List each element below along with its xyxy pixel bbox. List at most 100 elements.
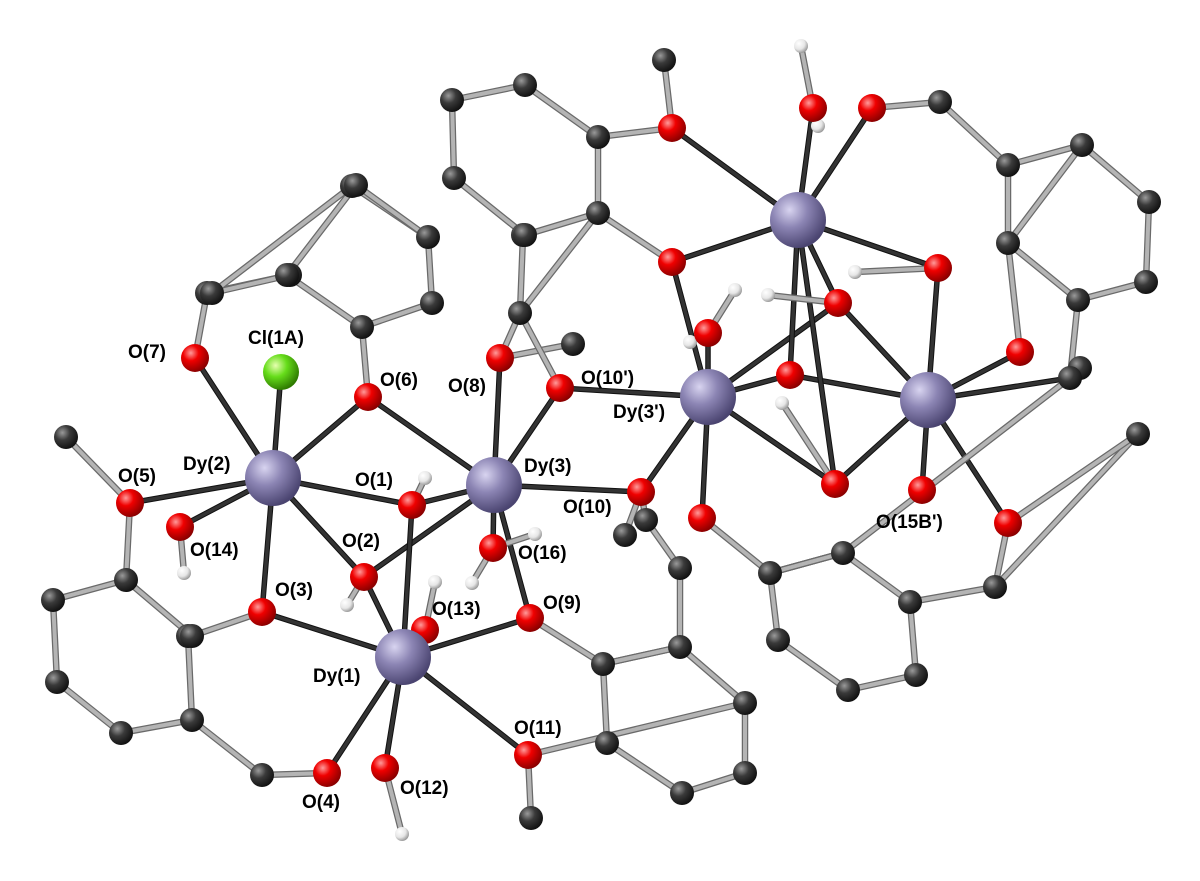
atom-layer	[41, 39, 1161, 841]
atom-dy-dyb	[900, 372, 956, 428]
covalent-bond	[64, 435, 132, 505]
atom-c-d2	[668, 556, 692, 580]
atom-o-o9	[516, 604, 544, 632]
atom-h-h11	[728, 283, 742, 297]
covalent-bond	[1006, 143, 1084, 167]
atom-c-c2	[561, 332, 585, 356]
atom-o-o7	[181, 344, 209, 372]
covalent-bond	[1080, 143, 1151, 204]
covalent-bond	[596, 211, 674, 264]
covalent-bond	[518, 233, 525, 315]
atom-h-h2	[340, 598, 354, 612]
atom-dy-dyt	[770, 192, 826, 248]
atom-c-f3	[1070, 133, 1094, 157]
covalent-bond	[1144, 200, 1151, 284]
coordination-bond	[796, 218, 837, 486]
atom-label-o1: O(1)	[355, 470, 393, 491]
atom-o-o3	[248, 598, 276, 626]
covalent-bond	[605, 741, 684, 795]
covalent-bond	[518, 311, 562, 390]
atom-h-h13	[775, 396, 789, 410]
atom-o-o10	[627, 478, 655, 506]
atom-c-c1	[508, 301, 532, 325]
atom-c-d6	[670, 781, 694, 805]
atom-cl-cl1a	[263, 354, 299, 390]
atom-h-h4	[428, 575, 442, 589]
covalent-bond	[908, 600, 918, 677]
atom-c-b8	[180, 624, 204, 648]
atom-c-d4	[591, 652, 615, 676]
atom-c-d1	[634, 508, 658, 532]
atom-h-h10	[811, 119, 825, 133]
atom-o-ob1	[658, 248, 686, 276]
covalent-bond	[526, 701, 747, 757]
covalent-bond	[841, 551, 912, 604]
atom-c-b3	[41, 588, 65, 612]
atom-c-x1	[250, 763, 274, 787]
atom-c-d5	[595, 731, 619, 755]
atom-label-dy2: Dy(2)	[183, 454, 231, 475]
atom-dy-dy1	[375, 629, 431, 685]
atom-label-o4: O(4)	[302, 792, 340, 813]
covalent-bond	[55, 680, 123, 735]
covalent-bond	[700, 516, 772, 575]
atom-dy-dy3p	[680, 369, 736, 425]
atom-label-o13: O(13)	[432, 599, 481, 620]
atom-o-o12	[371, 754, 399, 782]
atom-o-o10p	[546, 374, 574, 402]
atom-label-o5: O(5)	[118, 466, 156, 487]
atom-c-g6	[766, 628, 790, 652]
covalent-bond	[601, 645, 682, 666]
atom-c-d10	[519, 806, 543, 830]
atom-c-a8	[275, 263, 299, 287]
atom-o-o6	[354, 383, 382, 411]
covalent-bond	[908, 585, 997, 604]
atom-h-h15	[761, 288, 775, 302]
atom-c-a10	[420, 291, 444, 315]
atom-h-h6	[528, 527, 542, 541]
atom-o-o11	[514, 741, 542, 769]
atom-o-ob13	[858, 94, 886, 122]
atom-label-o3: O(3)	[275, 580, 313, 601]
atom-o-ob7	[924, 254, 952, 282]
atom-h-h12	[683, 335, 697, 349]
atom-o-o2	[350, 563, 378, 591]
atom-c-a7	[344, 173, 368, 197]
covalent-bond	[841, 376, 1072, 555]
atom-label-o2: O(2)	[342, 531, 380, 552]
atom-c-e5	[440, 88, 464, 112]
atom-label-o10: O(10)	[563, 497, 612, 518]
atom-c-b4	[45, 670, 69, 694]
atom-label-o11: O(11)	[514, 718, 562, 739]
atom-c-f2	[996, 153, 1020, 177]
label-layer: O(7)Cl(1A)O(6)O(8)O(10')Dy(3')O(5)Dy(2)O…	[118, 328, 943, 813]
atom-label-dy3p: Dy(3')	[613, 402, 665, 423]
atom-c-g10	[613, 523, 637, 547]
atom-c-a6	[416, 225, 440, 249]
atom-label-dy3: Dy(3)	[524, 456, 572, 477]
atom-dy-dy2	[245, 450, 301, 506]
atom-o-ob5	[821, 470, 849, 498]
atom-c-g4	[904, 663, 928, 687]
atom-c-e6	[442, 166, 466, 190]
covalent-bond	[119, 718, 194, 735]
covalent-bond	[523, 83, 600, 139]
atom-o-o14	[166, 513, 194, 541]
covalent-bond	[285, 183, 358, 277]
atom-c-e2	[586, 125, 610, 149]
covalent-bond	[51, 598, 59, 684]
atom-o-ob3	[776, 361, 804, 389]
atom-o-ob2	[694, 319, 722, 347]
atom-label-o14: O(14)	[190, 540, 239, 561]
atom-label-o12: O(12)	[400, 778, 449, 799]
atom-c-f6	[1066, 288, 1090, 312]
atom-h-h8	[395, 827, 409, 841]
covalent-bond	[190, 718, 264, 777]
covalent-bond	[523, 211, 600, 237]
atom-c-g1	[758, 561, 782, 585]
atom-label-o7: O(7)	[128, 342, 166, 363]
covalent-bond	[1006, 241, 1080, 302]
atom-label-o6: O(6)	[380, 370, 418, 391]
atom-o-o16	[479, 534, 507, 562]
